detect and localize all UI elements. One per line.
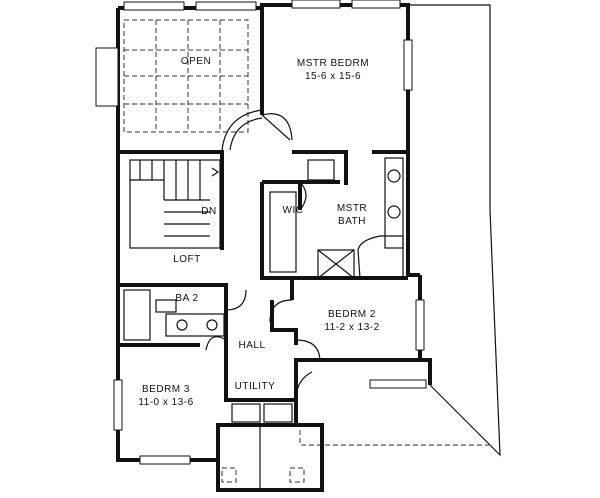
label-utility: UTILITY <box>235 381 276 392</box>
utility-appliances <box>231 403 293 423</box>
label-bedroom-3-size: 11-0 x 13-6 <box>138 397 193 408</box>
label-walk-in-closet: WIC <box>283 205 304 216</box>
doors <box>205 113 321 401</box>
label-master-bath-line1: MSTR <box>337 203 367 214</box>
porch-posts <box>221 425 305 490</box>
label-loft: LOFT <box>173 254 201 265</box>
open-area-grid <box>123 19 249 133</box>
label-bedroom-3: BEDRM 3 <box>142 384 190 395</box>
label-stairs-down: DN <box>201 206 216 217</box>
staircase <box>129 159 221 249</box>
label-open: OPEN <box>181 56 211 67</box>
curved-railing <box>221 109 263 151</box>
label-hall: HALL <box>238 340 265 351</box>
label-master-bath-line2: BATH <box>338 216 366 227</box>
label-bedroom-2-size: 11-2 x 13-2 <box>324 322 379 333</box>
label-bedroom-2: BEDRM 2 <box>328 309 376 320</box>
bath-2-fixtures <box>123 289 225 341</box>
label-master-bedroom: MSTR BEDRM <box>297 58 369 69</box>
label-bath-2: BA 2 <box>175 293 198 304</box>
label-master-bedroom-size: 15-6 x 15-6 <box>305 71 361 82</box>
windows <box>95 0 427 465</box>
master-bath-fixtures <box>269 157 404 279</box>
